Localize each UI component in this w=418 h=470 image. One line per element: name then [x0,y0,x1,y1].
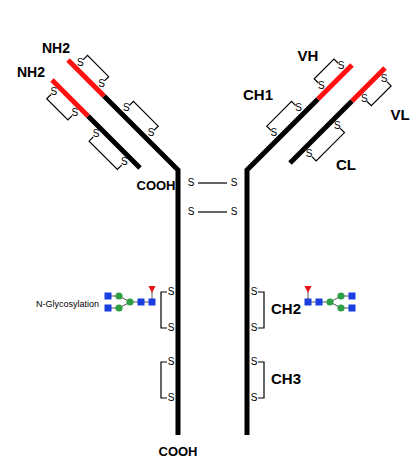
heavy-chain-constant [247,99,318,435]
domain-label: VL [390,107,409,122]
sulfur-atom-label: S [72,108,79,118]
light-chain-variable [52,80,88,116]
domain-label: VH [298,48,319,63]
sulfur-atom-label: S [306,149,313,159]
mannose-circle [115,292,122,299]
glcnac-square [138,299,145,306]
disulfide-bracket [258,292,264,328]
sulfur-atom-label: S [251,287,258,297]
sulfur-atom-label: S [251,357,258,367]
sulfur-atom-label: S [334,121,341,131]
domain-label: CH2 [271,301,301,316]
sulfur-atom-label: S [123,103,130,113]
disulfide-bracket [367,82,391,106]
hinge-disulfide-bond [198,182,227,183]
terminus-label: NH2 [17,65,45,79]
hinge-disulfide-bond [198,211,227,212]
mannose-circle [126,298,133,305]
mannose-circle [337,292,344,299]
sulfur-atom-label: S [168,287,175,297]
heavy-chain-variable [68,60,104,96]
terminus-label: COOH [137,179,176,192]
glcnac-square [105,305,112,312]
light-chain-variable [352,68,385,101]
disulfide-bracket [314,59,338,83]
sulfur-atom-label: S [168,323,175,333]
sulfur-atom-label: S [93,129,100,139]
fucose-triangle [149,286,156,293]
glcnac-square [349,293,356,300]
terminus-label: COOH [159,445,198,458]
sulfur-atom-label: S [318,81,325,91]
sulfur-atom-label: S [121,157,128,167]
sulfur-atom-label: S [271,128,278,138]
glycan-symbol [105,286,156,312]
sulfur-atom-label: S [168,357,175,367]
sulfur-atom-label: S [148,128,155,138]
domain-label: CH3 [271,371,301,386]
domain-label: CL [336,157,356,172]
mannose-circle [326,298,333,305]
sulfur-atom-label: S [168,393,175,403]
glcnac-square [149,299,156,306]
disulfide-bracket [258,362,264,398]
mannose-circle [115,304,122,311]
sulfur-atom-label: S [77,58,84,68]
glcnac-square [349,305,356,312]
sulfur-atom-label: S [231,207,238,217]
disulfide-bracket [47,94,72,119]
terminus-label: NH2 [42,41,70,55]
heavy-chain-constant [104,96,178,435]
fucose-triangle [305,286,312,293]
sulfur-atom-label: S [338,61,345,71]
sulfur-atom-label: S [381,74,388,84]
disulfide-bracket [89,137,122,170]
sulfur-atom-label: S [98,79,105,89]
glycosylation-label: N-Glycosylation [36,300,99,309]
sulfur-atom-label: S [251,323,258,333]
glcnac-square [316,299,323,306]
light-chain-constant [88,116,140,168]
disulfide-bracket [129,101,158,130]
sulfur-atom-label: S [361,94,368,104]
glcnac-square [105,293,112,300]
sulfur-atom-label: S [188,207,195,217]
domain-label: CH1 [243,87,273,102]
sulfur-atom-label: S [295,103,302,113]
sulfur-atom-label: S [50,87,57,97]
light-chain-constant [290,101,352,163]
mannose-circle [337,304,344,311]
sulfur-atom-label: S [231,178,238,188]
glcnac-square [305,299,312,306]
sulfur-atom-label: S [251,393,258,403]
glycan-symbol [305,286,356,312]
disulfide-bracket [161,292,167,328]
sulfur-atom-label: S [188,178,195,188]
disulfide-bracket [83,55,108,80]
disulfide-bracket [161,362,167,398]
disulfide-bracket [267,101,296,130]
